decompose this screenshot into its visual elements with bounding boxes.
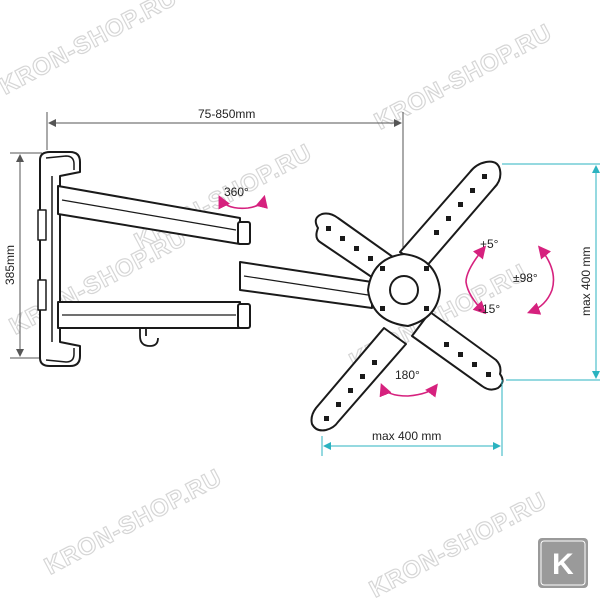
watermark: KRON-SHOP.RU — [0, 0, 182, 100]
wall-plate — [37, 151, 81, 367]
vesa-height-dimension — [502, 163, 600, 381]
pan-label: ±98° — [513, 271, 538, 285]
swivel-label: 360° — [224, 185, 249, 199]
vesa-width-label: max 400 mm — [372, 429, 441, 443]
vesa-height-label: max 400 mm — [579, 247, 593, 316]
vesa-width-dimension — [321, 380, 503, 456]
tilt-up-label: +5° — [480, 237, 499, 251]
lower-arm — [57, 301, 251, 347]
rotate-label: 180° — [395, 368, 420, 382]
plate-height-dimension — [10, 152, 42, 359]
watermark: KRON-SHOP.RU — [40, 464, 227, 580]
plate-height-label: 385mm — [3, 245, 17, 285]
middle-arm — [239, 261, 373, 309]
bracket-holes — [324, 174, 491, 421]
arm-extension-label: 75-850mm — [198, 107, 255, 121]
pan-arrow — [527, 245, 555, 315]
upper-arm — [57, 185, 251, 245]
vesa-bracket — [310, 160, 504, 432]
arm-extension-dimension — [46, 112, 404, 258]
watermark: KRON-SHOP.RU — [365, 487, 552, 600]
watermark: KRON-SHOP.RU — [370, 19, 557, 135]
swivel-arrow — [218, 194, 268, 210]
badge-letter: K — [552, 548, 574, 581]
tilt-arrow — [465, 245, 487, 315]
brand-badge: K — [538, 538, 588, 588]
tilt-down-label: -15° — [478, 302, 500, 316]
rotate-arrow — [379, 383, 438, 398]
